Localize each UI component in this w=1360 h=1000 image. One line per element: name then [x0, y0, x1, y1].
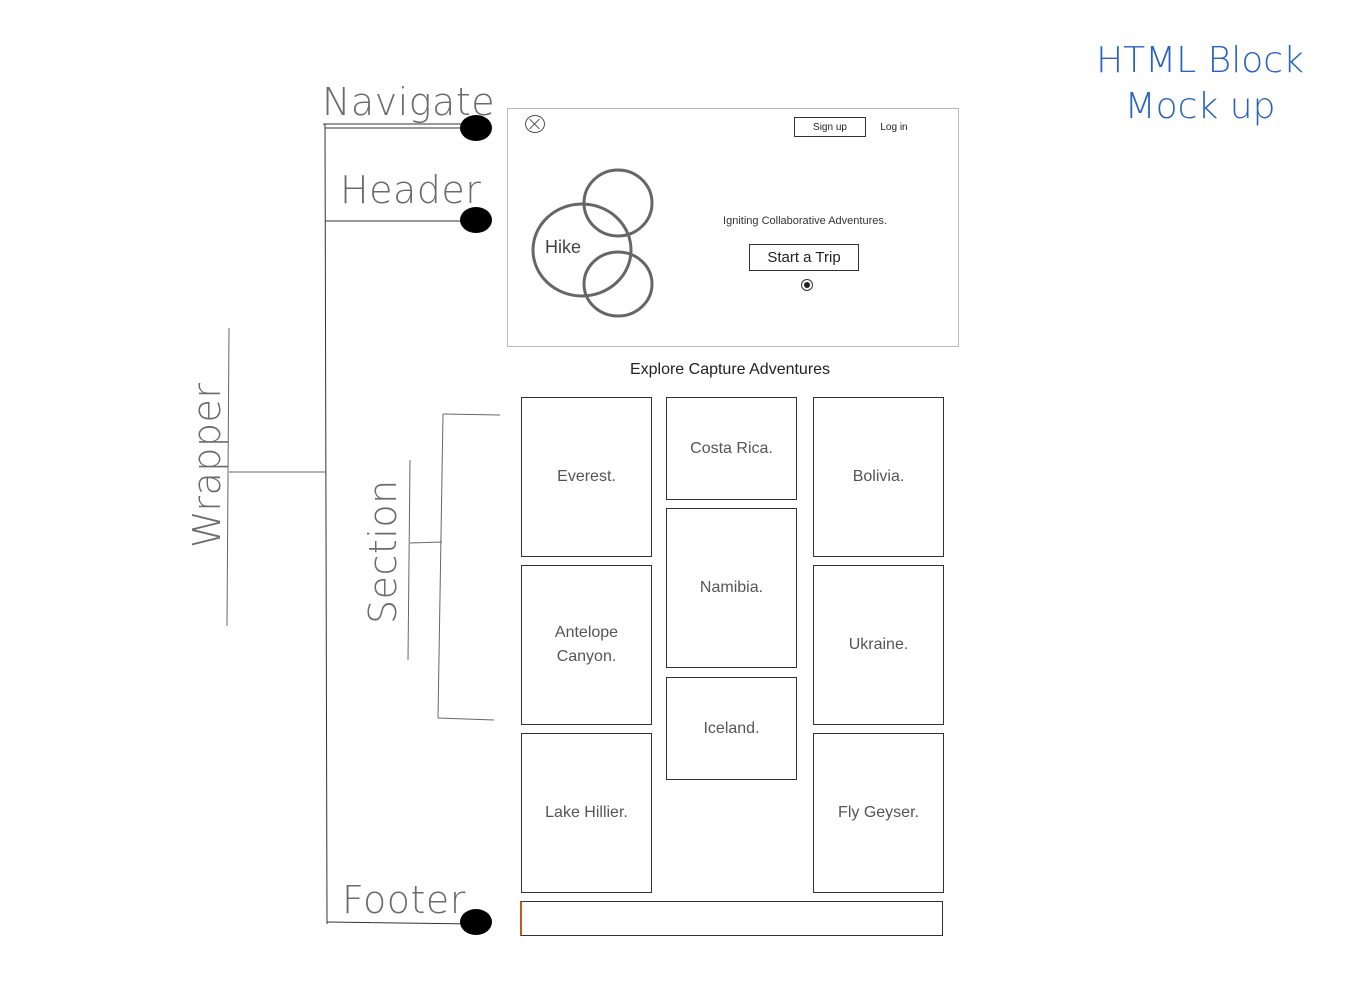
footer-mockup	[520, 901, 943, 936]
hike-label: Hike	[545, 237, 582, 257]
header-marker	[460, 207, 492, 233]
label-section: Section	[361, 479, 405, 624]
card-lake-hillier[interactable]: Lake Hillier.	[521, 733, 652, 893]
card-antelope-canyon[interactable]: Antelope Canyon.	[521, 565, 652, 725]
card-iceland[interactable]: Iceland.	[666, 677, 797, 780]
close-circle-icon[interactable]	[525, 115, 545, 133]
footer-marker	[460, 909, 492, 935]
card-costa-rica[interactable]: Costa Rica.	[666, 397, 797, 500]
start-trip-button[interactable]: Start a Trip	[749, 244, 859, 271]
card-fly-geyser[interactable]: Fly Geyser.	[813, 733, 944, 893]
card-namibia[interactable]: Namibia.	[666, 508, 797, 668]
label-header: Header	[340, 168, 482, 212]
page-title: HTML Block Mock up	[1060, 38, 1340, 130]
label-wrapper: Wrapper	[185, 382, 229, 548]
hike-logo-graphic	[531, 168, 654, 318]
card-ukraine[interactable]: Ukraine.	[813, 565, 944, 725]
title-line-1: HTML Block	[1096, 40, 1304, 81]
title-line-2: Mock up	[1124, 86, 1276, 127]
header-mockup	[507, 108, 959, 347]
label-navigate: Navigate	[322, 80, 496, 124]
signup-button[interactable]: Sign up	[794, 117, 866, 137]
navigate-marker	[460, 115, 492, 141]
card-bolivia[interactable]: Bolivia.	[813, 397, 944, 557]
card-everest[interactable]: Everest.	[521, 397, 652, 557]
header-tagline: Igniting Collaborative Adventures.	[723, 215, 887, 227]
login-link[interactable]: Log in	[872, 117, 916, 137]
section-heading: Explore Capture Adventures	[629, 361, 831, 378]
label-footer: Footer	[342, 878, 466, 922]
radio-selected-icon[interactable]	[801, 279, 813, 291]
